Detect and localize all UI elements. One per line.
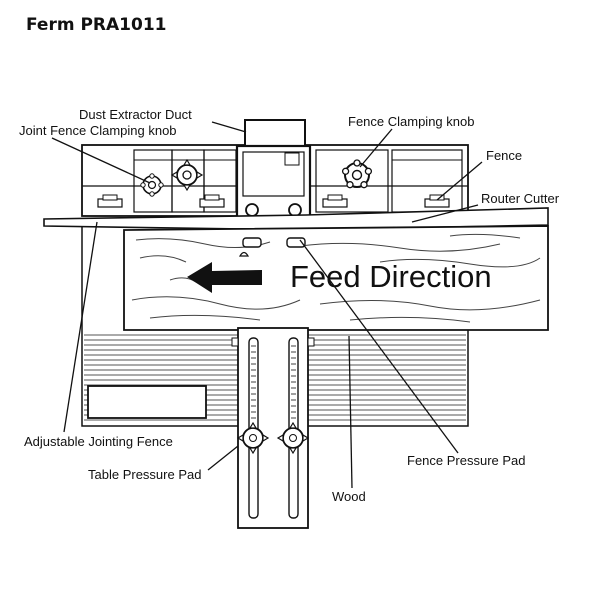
leader-joint-fence-clamping-knob — [51, 137, 151, 184]
pad-scale-ticks — [251, 345, 296, 419]
label-fence: Fence — [486, 148, 522, 163]
feed-arrow-icon — [187, 262, 262, 293]
dust-extractor-duct — [235, 119, 312, 230]
leader-fence-pressure-pad — [299, 239, 459, 454]
table-label-plate — [87, 385, 207, 419]
label-adjustable-jointing-fence: Adjustable Jointing Fence — [24, 434, 173, 449]
feed-direction-text: Feed Direction — [290, 259, 492, 294]
label-joint-fence-clamping-knob: Joint Fence Clamping knob — [19, 123, 177, 138]
leader-fence-clamping-knob — [359, 128, 393, 168]
joint-fence-lock-knob-icon — [170, 158, 204, 192]
pad-knob-left-icon — [236, 421, 270, 455]
wood-grain — [131, 233, 541, 323]
leader-table-pressure-pad — [207, 445, 239, 471]
label-wood: Wood — [332, 489, 366, 504]
label-router-cutter: Router Cutter — [481, 191, 560, 206]
table-pressure-pad — [231, 327, 315, 529]
pad-knob-right-icon — [276, 421, 310, 455]
leader-dust-extractor-duct — [211, 121, 247, 133]
wood-piece: Feed Direction — [123, 225, 549, 331]
fence-bracket-mid — [199, 194, 225, 208]
page-title: Ferm PRA1011 — [26, 15, 167, 35]
label-fence-clamping-knob: Fence Clamping knob — [348, 114, 474, 129]
label-table-pressure-pad: Table Pressure Pad — [88, 467, 201, 482]
label-dust-extractor-duct: Dust Extractor Duct — [79, 107, 192, 122]
leader-adjustable-jointing-fence — [63, 221, 98, 433]
label-fence-pressure-pad: Fence Pressure Pad — [407, 453, 526, 468]
leader-wood — [348, 335, 353, 489]
joint-fence-clamping-knob-icon — [140, 173, 164, 197]
leader-fence — [436, 161, 483, 201]
fence-clamping-knob-icon — [341, 159, 373, 189]
leader-lines — [51, 121, 483, 489]
fence-bracket-right-1 — [322, 194, 348, 208]
fence-rail — [43, 207, 549, 231]
fence-bracket-left — [97, 194, 123, 208]
leader-router-cutter — [411, 204, 479, 223]
